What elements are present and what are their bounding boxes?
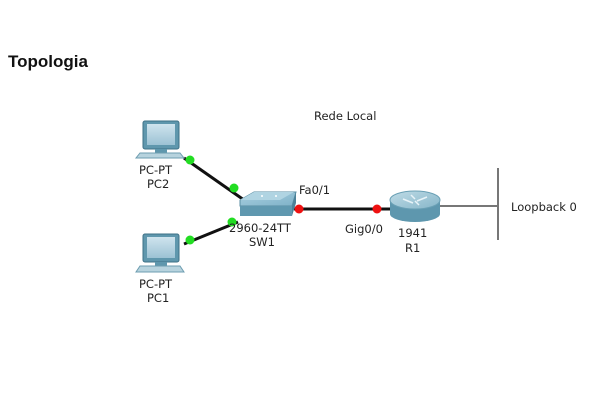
- link-pc2-sw1: [183, 156, 245, 202]
- r1-type-label: 1941: [398, 226, 427, 240]
- link-light-pc1: [185, 235, 195, 245]
- r1-name-label: R1: [405, 241, 420, 255]
- pc1-icon[interactable]: [135, 233, 185, 273]
- sw1-type-label: 2960-24TT: [229, 221, 292, 235]
- section-title: Topologia: [8, 52, 88, 71]
- link-light-pc2: [185, 155, 195, 165]
- pc2-name-label: PC2: [147, 177, 169, 191]
- sw1-name-label: SW1: [249, 235, 275, 249]
- router-r1-icon[interactable]: [389, 190, 441, 222]
- switch-sw1-icon[interactable]: [239, 191, 297, 216]
- loopback-label: Loopback 0: [511, 200, 577, 214]
- network-label: Rede Local: [314, 109, 376, 123]
- link-light-r1-gig0-0: [372, 204, 382, 214]
- link-light-sw1-fa0-1: [294, 204, 304, 214]
- pc2-type-label: PC-PT: [139, 163, 173, 177]
- pc1-type-label: PC-PT: [139, 277, 173, 291]
- sw1-interface-label: Fa0/1: [299, 183, 330, 197]
- pc2-icon[interactable]: [134, 120, 186, 159]
- pc1-name-label: PC1: [147, 291, 169, 305]
- r1-interface-label: Gig0/0: [345, 222, 383, 236]
- link-light-sw1-pc2: [229, 183, 239, 193]
- link-light-sw1-pc1: [227, 217, 237, 227]
